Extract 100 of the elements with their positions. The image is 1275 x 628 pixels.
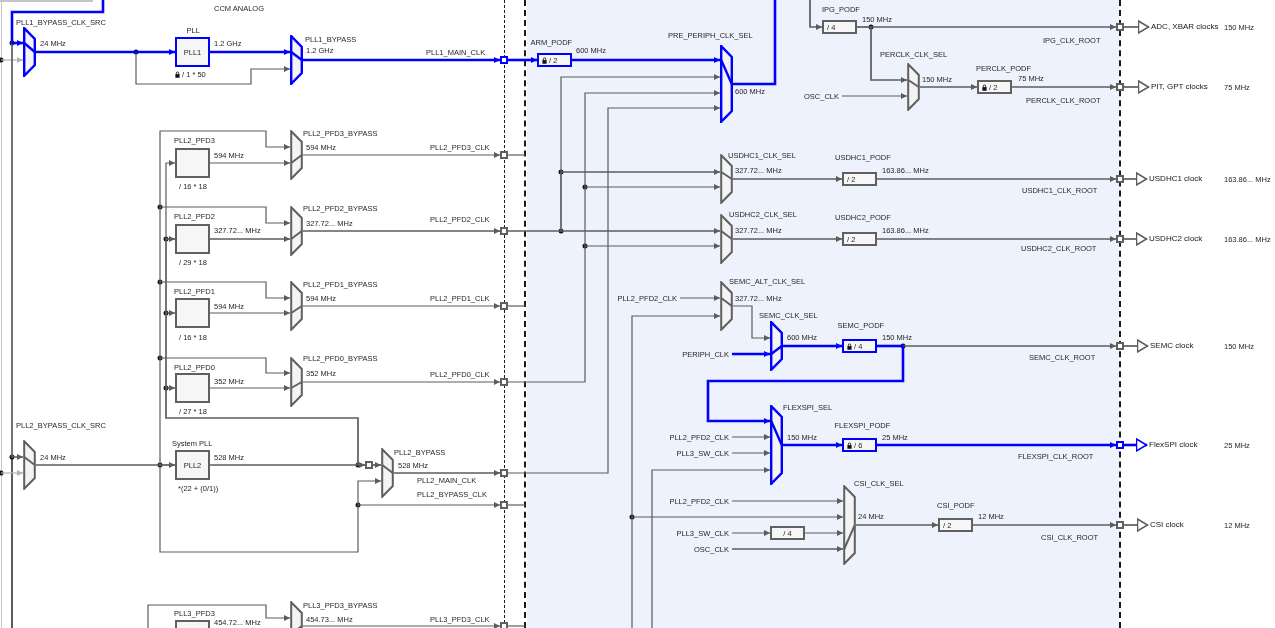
arrow xyxy=(783,441,842,449)
arrow xyxy=(731,433,771,441)
arrow xyxy=(731,497,844,505)
arrow xyxy=(508,56,537,64)
arrow xyxy=(147,604,291,628)
arrow xyxy=(1123,20,1150,34)
arrow xyxy=(809,0,823,31)
arrow xyxy=(731,449,771,457)
arrow xyxy=(159,357,291,377)
arrow xyxy=(584,89,721,188)
port-square xyxy=(1116,83,1124,91)
divider-block xyxy=(770,526,805,540)
port-square xyxy=(500,378,508,386)
arrow xyxy=(136,48,175,56)
arrow xyxy=(209,235,291,243)
arrow xyxy=(919,83,978,91)
arrow xyxy=(11,42,24,461)
arrow xyxy=(209,309,291,317)
port-square xyxy=(500,501,508,509)
arrow xyxy=(560,73,721,173)
arrow xyxy=(302,151,501,159)
arrow xyxy=(302,302,501,310)
arrow xyxy=(1123,80,1150,94)
arrow xyxy=(165,235,176,243)
arrow xyxy=(0,469,24,477)
connector-line xyxy=(165,238,167,314)
arrow xyxy=(1123,518,1149,532)
connector-line xyxy=(159,464,359,553)
arrow xyxy=(135,51,291,85)
output-label: USDHC2 clock xyxy=(1147,234,1203,244)
connector-line xyxy=(10,0,105,43)
arrow xyxy=(507,104,721,474)
arrow xyxy=(732,175,843,183)
arrow xyxy=(870,26,908,84)
arrow xyxy=(870,23,1117,31)
arrow xyxy=(679,294,721,302)
arrow xyxy=(560,227,721,235)
connector-line xyxy=(159,206,161,283)
arrow xyxy=(165,309,176,317)
connector-line xyxy=(159,281,161,359)
connector-line xyxy=(584,186,586,247)
connector-line xyxy=(165,387,359,466)
arrow xyxy=(165,159,176,240)
arrow xyxy=(12,39,23,47)
arrow xyxy=(841,92,908,100)
arrow xyxy=(572,56,720,64)
arrow xyxy=(210,48,290,56)
arrow xyxy=(357,477,382,506)
arrow xyxy=(651,466,771,628)
arrow xyxy=(357,501,501,509)
connector-line xyxy=(165,312,167,389)
arrow xyxy=(732,235,843,243)
output-label: USDHC1 clock xyxy=(1147,174,1203,184)
arrow xyxy=(731,545,844,553)
connector-line xyxy=(507,245,586,383)
arrow xyxy=(393,469,501,477)
connector-line xyxy=(209,464,359,466)
arrow xyxy=(876,175,1117,183)
port-square xyxy=(1116,441,1124,449)
arrow xyxy=(732,350,770,358)
arrow xyxy=(1123,339,1149,353)
output-label: ADC, XBAR clocks xyxy=(1149,22,1219,32)
arrow xyxy=(1123,172,1148,186)
port-square xyxy=(1116,23,1124,31)
port-square xyxy=(500,302,508,310)
arrow xyxy=(165,384,176,392)
arrow xyxy=(876,235,1117,243)
arrow xyxy=(1123,232,1148,246)
arrow xyxy=(302,622,501,628)
arrow xyxy=(1011,83,1117,91)
arrow xyxy=(302,378,501,386)
arrow xyxy=(357,461,366,469)
connector-line xyxy=(631,516,633,628)
arrow xyxy=(631,312,721,518)
port-square xyxy=(500,469,508,477)
arrow xyxy=(159,130,291,208)
arrow xyxy=(372,461,382,469)
arrow xyxy=(855,521,939,529)
port-square xyxy=(1116,235,1124,243)
connector-line xyxy=(159,357,161,466)
arrow xyxy=(972,521,1117,529)
arrow xyxy=(631,513,844,521)
connector-line xyxy=(733,0,777,86)
connector-line xyxy=(856,26,872,28)
arrow xyxy=(783,342,842,350)
port-square xyxy=(500,622,508,628)
connector-line xyxy=(507,230,562,232)
arrow xyxy=(902,342,1117,350)
arrow xyxy=(209,384,291,392)
port-square xyxy=(1116,521,1124,529)
connector-line xyxy=(507,504,526,506)
port-square xyxy=(500,151,508,159)
arrow xyxy=(209,159,291,167)
connector-line xyxy=(507,154,526,156)
arrow xyxy=(159,206,291,227)
connector-line xyxy=(560,171,562,232)
port-square xyxy=(500,56,508,64)
port-square xyxy=(365,461,373,469)
connector-line xyxy=(507,305,526,307)
connector-line xyxy=(507,625,526,627)
